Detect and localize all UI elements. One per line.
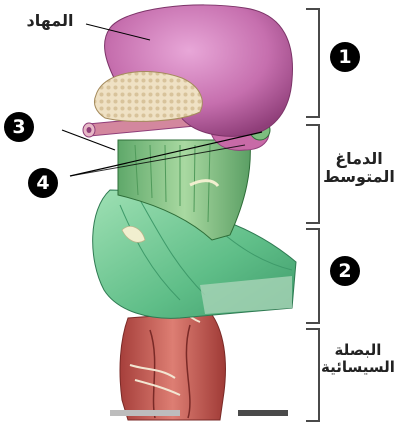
bracket-midbrain bbox=[306, 124, 320, 224]
label-midbrain: الدماغ المتوسط bbox=[322, 150, 396, 187]
label-midbrain-line2: المتوسط bbox=[322, 168, 396, 186]
label-midbrain-line1: الدماغ bbox=[322, 150, 396, 168]
label-medulla-line2: السيسائية bbox=[318, 359, 398, 376]
marker-4: 4 bbox=[28, 168, 58, 198]
bracket-thalamus bbox=[306, 8, 320, 118]
label-medulla: البصلة السيسائية bbox=[318, 342, 398, 377]
marker-2: 2 bbox=[330, 256, 360, 286]
label-thalamus: المهاد bbox=[14, 12, 86, 30]
label-medulla-line1: البصلة bbox=[318, 342, 398, 359]
bracket-pons bbox=[306, 228, 320, 324]
marker-1: 1 bbox=[330, 42, 360, 72]
marker-3: 3 bbox=[4, 112, 34, 142]
